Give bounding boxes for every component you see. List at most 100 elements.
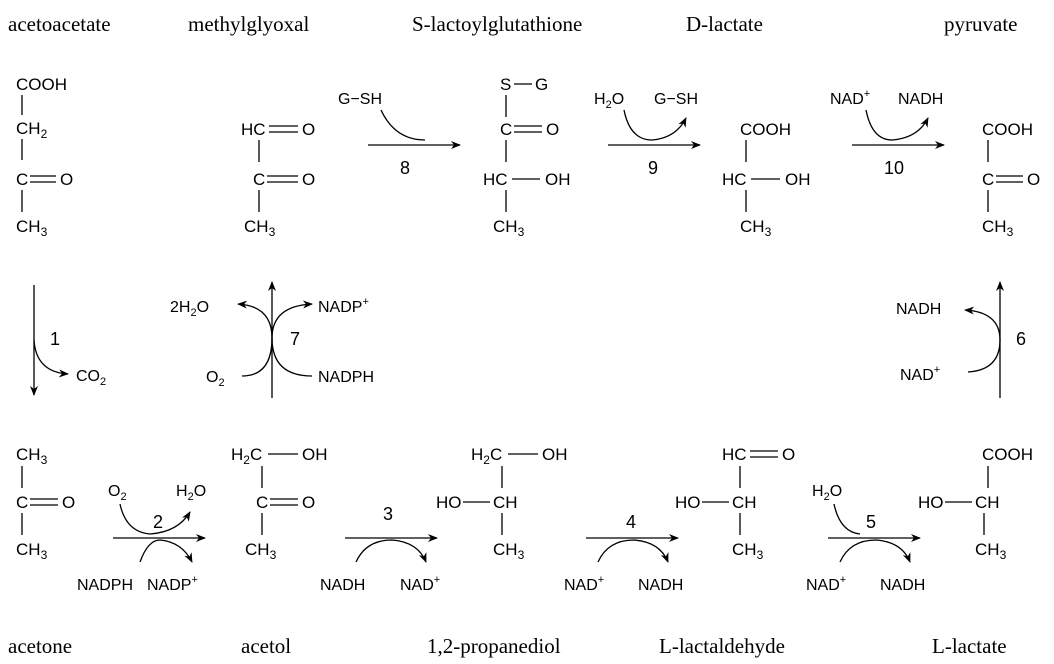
svg-text:O: O [62,493,75,512]
svg-text:NAD+: NAD+ [830,88,870,108]
svg-text:C: C [500,120,512,139]
svg-text:O2: O2 [108,483,127,503]
svg-text:NADH: NADH [880,577,925,594]
svg-text:CH3: CH3 [982,217,1014,239]
svg-text:H2C: H2C [231,445,262,467]
svg-text:H2O: H2O [594,91,624,111]
d-lactate-suffix: -lactate [701,12,763,36]
svg-text:CH2: CH2 [16,119,48,141]
l-prefix-2: L [932,634,945,658]
svg-text:C: C [16,170,28,189]
svg-text:OH: OH [542,445,568,464]
svg-text:COOH: COOH [982,120,1033,139]
svg-text:CO2: CO2 [76,368,106,388]
svg-text:8: 8 [400,158,410,178]
svg-text:1: 1 [50,329,60,349]
svg-text:NAD+: NAD+ [564,574,604,594]
svg-text:NADH: NADH [320,577,365,594]
svg-text:NADPH: NADPH [318,369,374,386]
svg-text:HC: HC [483,170,508,189]
name-methylglyoxal: methylglyoxal [188,12,309,36]
svg-text:CH: CH [732,493,757,512]
reaction-9: H2O G−SH 9 [594,91,701,178]
svg-text:NAD+: NAD+ [806,574,846,594]
svg-text:CH3: CH3 [975,540,1007,562]
svg-text:HO: HO [918,493,944,512]
reaction-10: NAD+ NADH 10 [830,88,945,178]
l-prefix-1: L [659,634,672,658]
name-acetol: acetol [241,634,291,658]
svg-text:CH: CH [493,493,518,512]
reaction-7: 2H2O NADP+ 7 O2 NADPH [170,281,374,398]
name-propanediol: 1,2-propanediol [427,634,561,658]
svg-text:2: 2 [153,512,163,532]
struct-propanediol: H2C OH HO CH CH3 [436,445,568,562]
svg-text:HO: HO [436,493,462,512]
svg-text:NADH: NADH [898,91,943,108]
d-prefix: D [686,12,701,36]
svg-text:S: S [500,75,511,94]
reaction-4: 4 NAD+ NADH [564,512,683,594]
svg-text:6: 6 [1016,329,1026,349]
reaction-8: G−SH 8 [338,91,461,178]
svg-text:C: C [256,493,268,512]
struct-acetol: H2C OH C O CH3 [231,445,328,562]
svg-text:O: O [302,120,315,139]
name-acetoacetate: acetoacetate [8,12,111,36]
svg-text:NAD+: NAD+ [900,364,940,384]
svg-text:O: O [1027,170,1040,189]
svg-text:HC: HC [722,170,747,189]
svg-text:10: 10 [884,158,904,178]
svg-text:NADH: NADH [638,577,683,594]
svg-text:OH: OH [545,170,571,189]
svg-text:O: O [302,170,315,189]
svg-text:G−SH: G−SH [338,91,382,108]
svg-text:NADH: NADH [896,301,941,318]
svg-text:CH3: CH3 [740,217,772,239]
name-d-lactate: D-lactate [686,12,763,36]
struct-acetoacetate: COOH CH2 C O CH3 [16,75,73,239]
svg-text:HC: HC [722,445,747,464]
name-l-lactate: L-lactate [932,634,1007,658]
svg-text:3: 3 [383,504,393,524]
lactaldehyde-suffix: -lactaldehyde [672,634,785,658]
svg-text:HC: HC [241,120,266,139]
svg-text:C: C [16,493,28,512]
svg-text:CH3: CH3 [493,540,525,562]
svg-text:NADP+: NADP+ [318,296,369,316]
reaction-1: 1 CO2 [30,285,106,396]
svg-text:O2: O2 [206,369,225,389]
svg-text:C: C [982,170,994,189]
svg-text:G: G [535,75,548,94]
svg-text:CH3: CH3 [16,540,48,562]
svg-text:2H2O: 2H2O [170,299,209,319]
svg-text:H2O: H2O [812,483,842,503]
svg-text:COOH: COOH [982,445,1033,464]
struct-methylglyoxal: HC O C O CH3 [241,120,315,239]
reaction-5: H2O 5 NAD+ NADH [806,483,925,594]
svg-text:COOH: COOH [16,75,67,94]
reaction-6: NADH 6 NAD+ [896,281,1026,398]
svg-text:NADPH: NADPH [77,577,133,594]
svg-text:CH3: CH3 [245,540,277,562]
name-l-lactaldehyde: L-lactaldehyde [659,634,785,658]
struct-pyruvate: COOH C O CH3 [982,120,1040,239]
svg-text:CH3: CH3 [493,217,525,239]
svg-text:O: O [302,493,315,512]
svg-text:CH3: CH3 [244,217,276,239]
svg-text:OH: OH [302,445,328,464]
name-acetone: acetone [8,634,72,658]
svg-text:C: C [253,170,265,189]
struct-l-lactaldehyde: HC O HO CH CH3 [675,445,795,562]
svg-text:9: 9 [648,158,658,178]
svg-text:NADP+: NADP+ [147,574,198,594]
name-pyruvate: pyruvate [944,12,1017,36]
svg-text:5: 5 [866,512,876,532]
svg-text:OH: OH [785,170,811,189]
svg-text:CH3: CH3 [16,445,48,467]
svg-text:G−SH: G−SH [654,91,698,108]
svg-text:CH3: CH3 [732,540,764,562]
struct-d-lactate: COOH HC OH CH3 [722,120,811,239]
